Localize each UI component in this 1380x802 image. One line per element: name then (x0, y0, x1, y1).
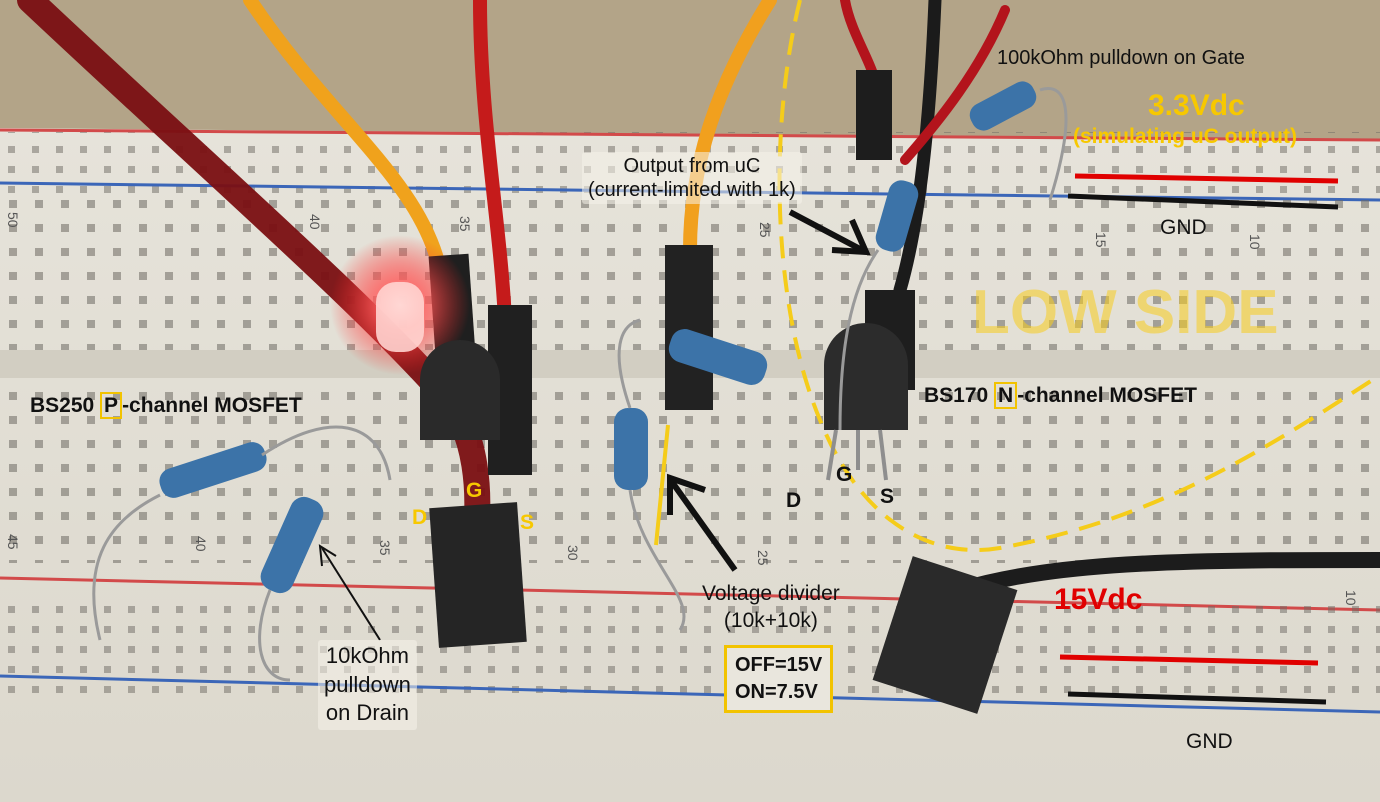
resistor-divider-horizontal (668, 329, 768, 385)
bs250-label: BS250 P-channel MOSFET (30, 392, 302, 419)
uc-line-1: Output from uC (623, 155, 761, 177)
col-num: 45 (5, 534, 21, 550)
bottom-column-numbers: 45 40 35 30 25 10 (5, 534, 1359, 606)
col-num: 35 (457, 216, 473, 232)
annot-gnd-top-line (1067, 193, 1339, 210)
red-wire-center (473, 0, 512, 327)
orange-wire-left (243, 0, 447, 277)
divider-line-2: (10k+10k) (723, 609, 818, 633)
arrow-uc (788, 209, 871, 256)
arrow-divider (667, 473, 738, 572)
black-wire-bottom (952, 552, 1380, 598)
connector-uc (665, 245, 713, 410)
col-num: 25 (757, 222, 773, 238)
resistor-divider-vertical (614, 318, 686, 631)
col-num: 25 (755, 550, 771, 566)
col-num: 15 (1093, 232, 1109, 248)
connector-gate (856, 70, 892, 160)
v33-note-label: (simulating uC output) (1073, 125, 1297, 148)
col-num: 40 (307, 214, 323, 230)
resistor-drain-pulldown (258, 496, 324, 682)
bs250-pin-s: S (520, 511, 535, 534)
gate-pulldown-label: 100kOhm pulldown on Gate (997, 47, 1245, 69)
bs250-channel-type: P (100, 392, 123, 419)
v33-label: 3.3Vdc (1148, 89, 1245, 122)
v15-label: 15Vdc (1054, 583, 1143, 616)
col-num: 30 (565, 545, 581, 561)
bs170-legs (826, 429, 888, 481)
top-column-numbers: 50 40 35 25 15 10 (5, 212, 1263, 250)
low-side-boundary (777, 0, 1380, 553)
col-num: 50 (5, 212, 21, 228)
orange-wire-uc (683, 0, 777, 257)
bs170-pin-d: D (786, 489, 802, 512)
connector-bottom-left (429, 502, 527, 648)
resistor-uc-1k (838, 180, 919, 431)
annot-3v3-rail-line (1074, 173, 1339, 184)
bs170-pin-g: G (836, 463, 853, 486)
annot-gnd-bottom-line (1067, 691, 1327, 705)
resistor-left-horizontal (92, 425, 392, 641)
col-num: 10 (1247, 234, 1263, 250)
red-wire-thin (900, 5, 1010, 165)
divider-line-1: Voltage divider (702, 582, 840, 605)
on-voltage: ON=7.5V (735, 681, 818, 703)
top-red-rail-line (0, 128, 1380, 142)
drain-pulldown-label: 10kOhm pulldown on Drain (318, 640, 417, 730)
bottom-blue-rail-line (0, 674, 1380, 714)
annot-15v-rail-line (1059, 654, 1319, 666)
bs170-label: BS170 N-channel MOSFET (924, 382, 1197, 409)
drain-line-2: pulldown (324, 671, 411, 697)
bs250-pin-d: D (412, 506, 428, 529)
bs170-transistor (824, 323, 908, 430)
arrow-drain (318, 544, 381, 641)
col-num: 40 (193, 536, 209, 552)
col-num: 35 (377, 540, 393, 556)
bs170-prefix: BS170 (924, 384, 995, 407)
bs250-prefix: BS250 (30, 394, 101, 417)
drain-line-1: 10kOhm (325, 643, 409, 668)
voltage-divider-label: Voltage divider (10k+10k) (702, 580, 840, 635)
bs170-suffix: -channel MOSFET (1017, 384, 1197, 407)
divider-marker-line (654, 424, 670, 546)
bs170-channel-type: N (994, 382, 1018, 409)
bs250-suffix: -channel MOSFET (122, 394, 302, 417)
gnd-bottom-label: GND (1186, 730, 1233, 753)
col-num: 10 (1343, 590, 1359, 606)
bs250-transistor (420, 340, 500, 440)
uc-output-label: Output from uC (current-limited with 1k) (582, 152, 802, 204)
low-side-label: LOW SIDE (972, 278, 1279, 347)
gnd-top-label: GND (1160, 216, 1207, 239)
connector-bottom-right (872, 556, 1018, 714)
led-body (376, 282, 424, 352)
divider-state-box: OFF=15V ON=7.5V (724, 645, 834, 713)
bs170-pin-s: S (880, 485, 895, 508)
desk-surface (0, 0, 1380, 150)
drain-line-3: on Drain (325, 700, 409, 726)
off-voltage: OFF=15V (735, 654, 823, 676)
bottom-power-rail-holes (0, 598, 1380, 698)
resistor-gate-100k (969, 81, 1068, 201)
uc-line-2: (current-limited with 1k) (588, 179, 796, 201)
bs250-pin-g: G (466, 479, 483, 502)
black-wire-top (893, 0, 942, 297)
